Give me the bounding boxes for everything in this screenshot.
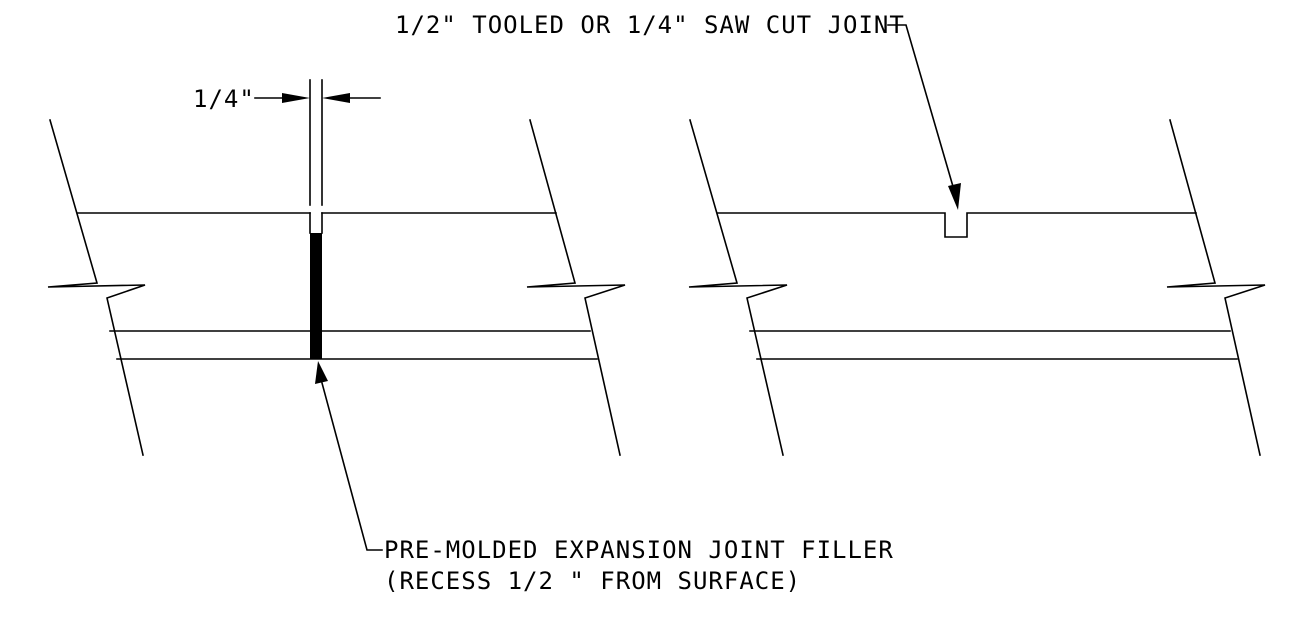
right-break-line	[526, 119, 626, 456]
tooled-joint-leader-arrowhead	[948, 183, 961, 210]
left-break-line	[688, 119, 788, 456]
tooled-joint-detail: 1/2" TOOLED OR 1/4" SAW CUT JOINT	[395, 11, 1266, 456]
filler-leader-arrowhead	[315, 361, 328, 384]
slab-top-surface	[717, 212, 1197, 238]
filler-leader-line	[321, 382, 383, 551]
tooled-joint-leader-line	[887, 24, 955, 191]
dimension-arrowhead-left	[282, 93, 310, 103]
left-break-line	[47, 119, 146, 456]
expansion-joint-detail: 1/4" PRE-MOLDED EXPANSION JOINT FILLER (…	[47, 79, 894, 595]
filler-label-line-2: (RECESS 1/2 " FROM SURFACE)	[384, 567, 801, 595]
expansion-joint-filler	[310, 233, 322, 359]
dimension-arrowhead-right	[322, 93, 350, 103]
filler-label-line-1: PRE-MOLDED EXPANSION JOINT FILLER	[384, 536, 894, 564]
gap-dimension-label: 1/4"	[193, 85, 255, 113]
tooled-joint-label: 1/2" TOOLED OR 1/4" SAW CUT JOINT	[395, 11, 905, 39]
right-break-line	[1166, 119, 1266, 456]
